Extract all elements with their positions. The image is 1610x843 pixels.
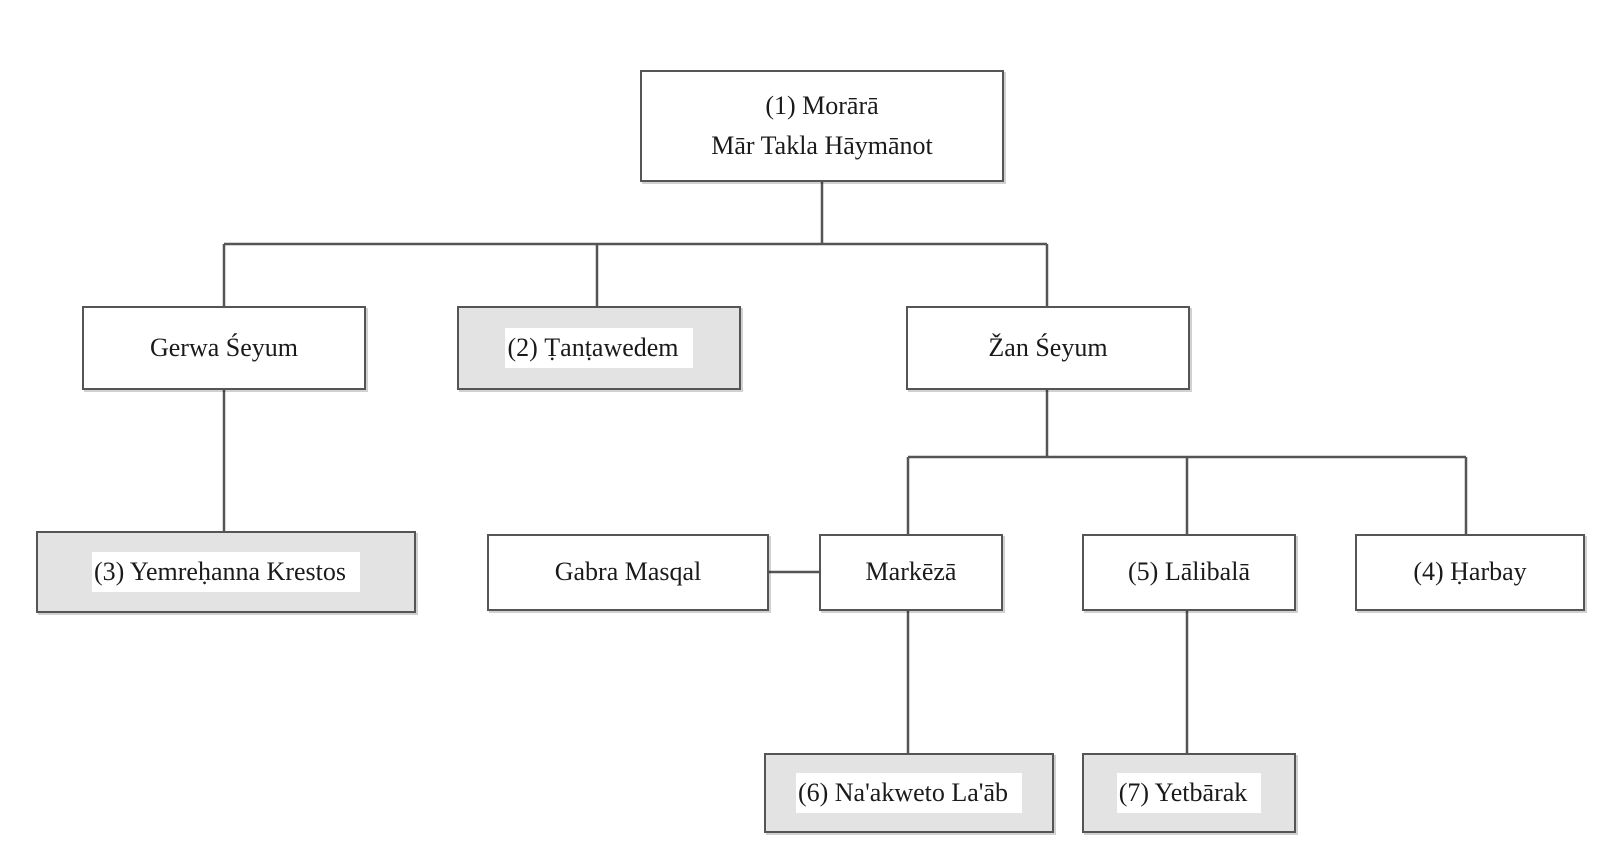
node-tantawedem: (2) Ṭanṭawedem <box>457 306 741 390</box>
node-naakweto-laab-label: (6) Na'akweto La'āb <box>795 772 1023 814</box>
node-zan-seyum-label: Žan Śeyum <box>988 332 1108 362</box>
node-lalibala-label: (5) Lālibalā <box>1128 557 1250 587</box>
node-yemrehanna-krestos-label: (3) Yemreḥanna Krestos <box>91 551 360 593</box>
node-gerwa-seyum-label: Gerwa Śeyum <box>149 332 298 362</box>
node-tantawedem-label: (2) Ṭanṭawedem <box>505 327 693 369</box>
node-harbay: (4) Ḥarbay <box>1355 534 1585 611</box>
node-naakweto-laab: (6) Na'akweto La'āb <box>764 753 1054 833</box>
node-morara-line1: (1) Morārā <box>765 90 879 120</box>
node-yemrehanna-krestos: (3) Yemreḥanna Krestos <box>36 531 416 613</box>
node-markeza: Markēzā <box>819 534 1003 611</box>
node-markeza-label: Markēzā <box>865 557 957 587</box>
node-zan-seyum: Žan Śeyum <box>906 306 1190 390</box>
node-morara: (1) Morārā Mār Takla Hāymānot <box>640 70 1004 182</box>
node-gabra-masqal: Gabra Masqal <box>487 534 769 611</box>
node-gerwa-seyum: Gerwa Śeyum <box>82 306 366 390</box>
node-lalibala: (5) Lālibalā <box>1082 534 1296 611</box>
node-morara-line2: Mār Takla Hāymānot <box>711 131 933 160</box>
node-yetbarak-label: (7) Yetbārak <box>1116 772 1262 814</box>
node-gabra-masqal-label: Gabra Masqal <box>554 557 702 587</box>
node-harbay-label: (4) Ḥarbay <box>1413 557 1527 587</box>
node-yetbarak: (7) Yetbārak <box>1082 753 1296 833</box>
